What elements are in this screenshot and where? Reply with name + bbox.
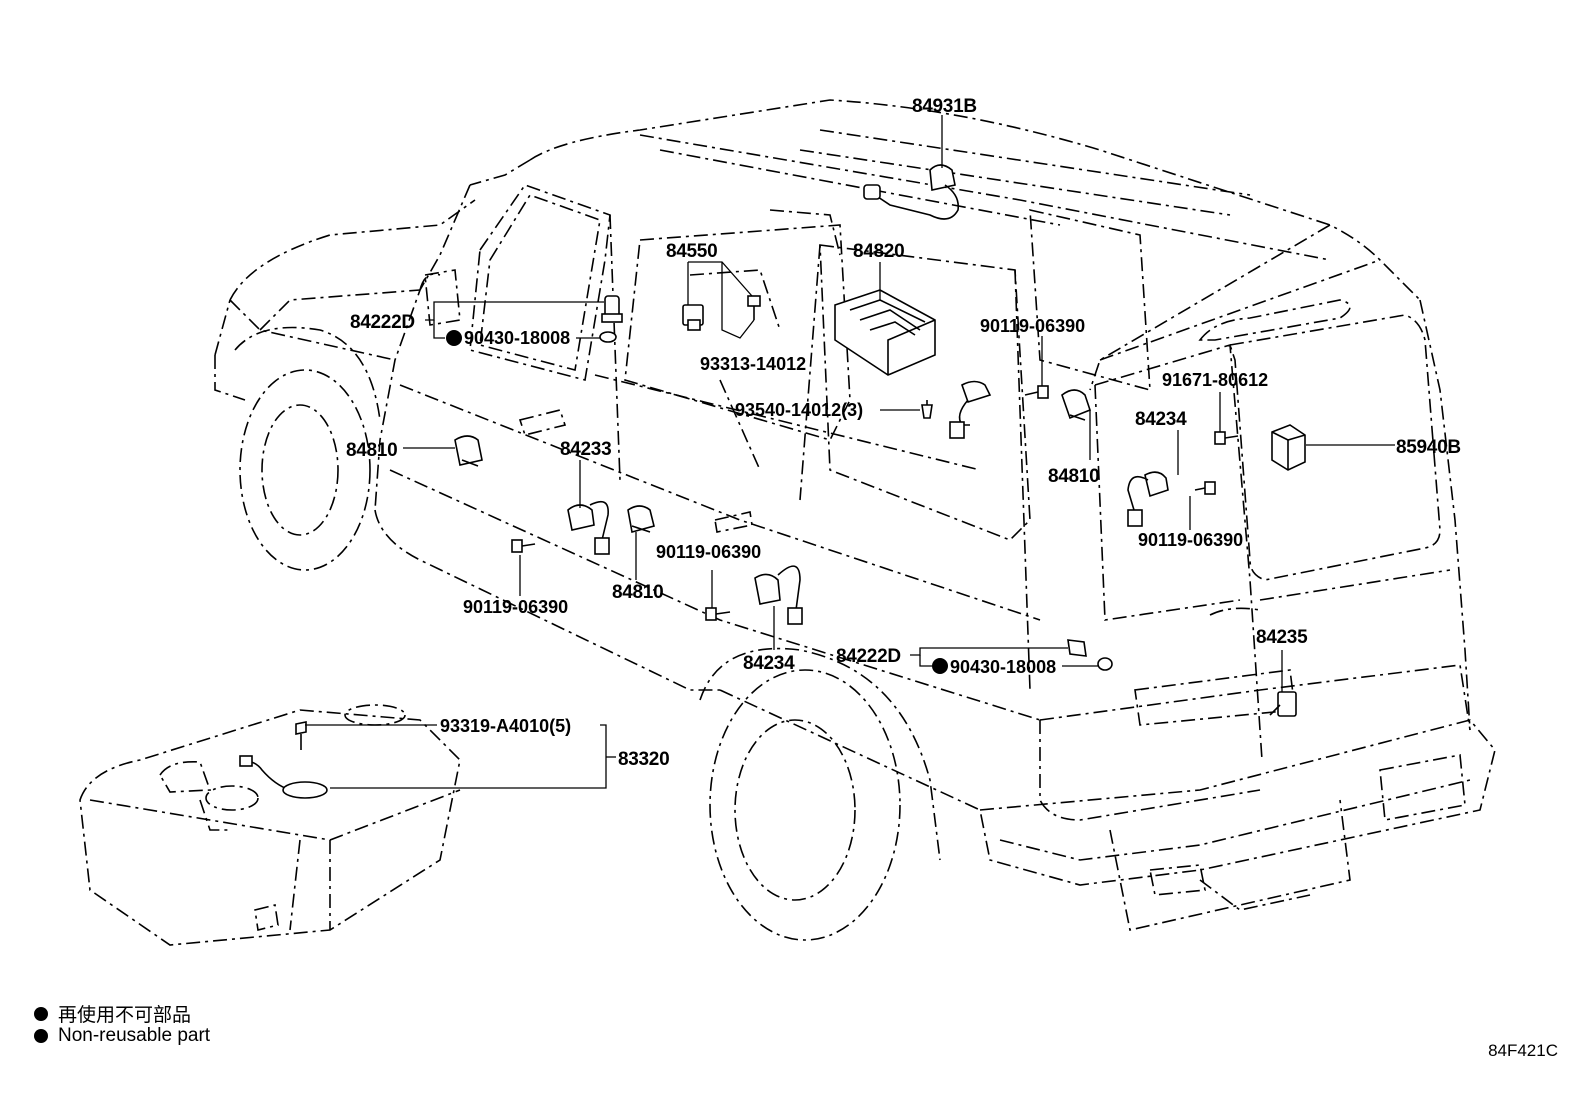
legend-en-text: Non-reusable part [58,1025,211,1046]
legend-jp-text: 再使用不可部品 [58,1005,192,1026]
legend-row-jp: 再使用不可部品 [34,1000,191,1027]
label-90119-middle: 90119-06390 [656,542,761,562]
part-90119-bolt-d [705,607,731,621]
label-84234-lower: 84234 [743,653,795,674]
non-reusable-dot-icon [34,1006,48,1021]
label-90119-top: 90119-06390 [980,316,1085,336]
non-reusable-marker-upper [446,330,462,346]
label-83320: 83320 [618,749,669,770]
vehicle-outline [214,99,1496,941]
leader-lines [305,115,1395,789]
label-84810-left: 84810 [346,440,397,461]
part-93540-clip [921,400,933,419]
label-90119-right: 90119-06390 [1138,530,1243,550]
figure-code: 84F421C [1488,1041,1558,1060]
part-84234-rear-switch-a [949,380,992,439]
non-reusable-dot-icon [34,1029,48,1043]
label-84222D-lower: 84222D [836,646,901,667]
part-84222D-lower [1067,639,1113,671]
label-84820: 84820 [853,241,904,262]
label-84233: 84233 [560,439,611,460]
part-84234-rear-switch-b [1127,471,1169,527]
label-85940B: 85940B [1396,437,1461,458]
fuel-tank [79,704,461,946]
part-93313-screw [747,295,761,320]
label-84550: 84550 [666,241,717,262]
part-84550-switch [682,304,704,331]
label-90430-upper: 90430-18008 [464,328,570,348]
part-84222D-upper [599,295,623,343]
label-84235: 84235 [1256,627,1308,648]
label-84931B: 84931B [912,96,977,117]
label-84810-right: 84810 [1048,466,1099,487]
label-93319: 93319-A4010(5) [440,716,571,736]
part-90119-bolt-c [511,539,536,553]
part-84234-rear-switch-c [754,565,803,625]
non-reusable-marker-lower [932,658,948,674]
label-90430-lower: 90430-18008 [950,657,1056,677]
label-84222D-upper: 84222D [350,312,415,333]
label-84810-middle: 84810 [612,582,663,603]
part-84810-actuator-right [1061,389,1091,421]
part-90119-bolt-a [1024,385,1049,399]
part-84235-switch [1269,691,1297,717]
part-84931B-switch [863,164,960,220]
part-84810-actuator-left [454,435,483,467]
label-93540: 93540-14012(3) [735,400,863,420]
parts [454,164,1306,717]
part-84810-actuator-middle [627,505,655,534]
part-84820-master-switch [834,289,936,376]
part-labels: 84931B 84550 84820 84222D 90430-18008 93… [346,96,1461,770]
part-84233-switch [567,500,610,555]
label-84234-right: 84234 [1135,409,1187,430]
label-90119-left: 90119-06390 [463,597,568,617]
label-93313: 93313-14012 [700,354,806,374]
legend-row-en: Non-reusable part [34,1025,210,1047]
part-85940B-relay [1271,424,1306,471]
part-91671-bolt [1214,431,1239,445]
part-90119-bolt-b [1194,481,1216,495]
label-91671: 91671-80612 [1162,370,1268,390]
